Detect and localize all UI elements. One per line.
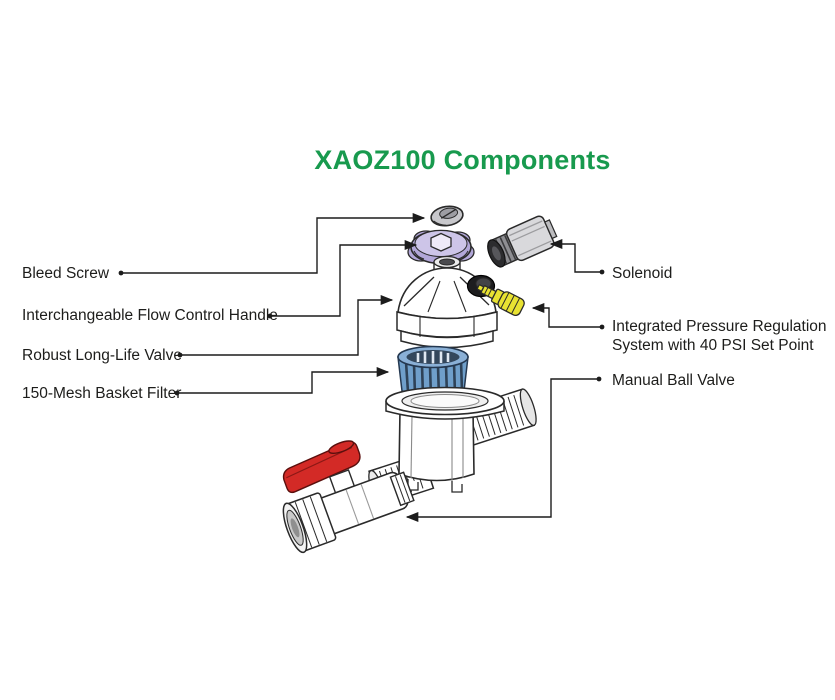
pressure-regulator-part: [476, 284, 525, 317]
label-basket-filter: 150-Mesh Basket Filter: [22, 385, 182, 402]
bleed-screw-part: [430, 205, 464, 227]
label-flow-control-handle: Interchangeable Flow Control Handle: [22, 307, 278, 324]
solenoid-part: [487, 215, 558, 268]
ball-valve-part: [282, 440, 415, 554]
leader-basket-filter: [177, 366, 390, 394]
flow-control-handle-part: [407, 229, 475, 265]
leader-solenoid: [549, 238, 602, 273]
leader-manual-ball-valve: [405, 378, 599, 523]
leader-bleed-screw: [121, 212, 426, 274]
label-bleed-screw: Bleed Screw: [22, 265, 110, 282]
leader-flow-control-handle: [270, 239, 418, 317]
label-pressure-regulation: Integrated Pressure Regulation System wi…: [612, 318, 827, 354]
leader-pressure-regulation: [531, 302, 602, 328]
leader-valve: [180, 294, 394, 356]
page-title: XAOZ100 Components: [314, 145, 611, 175]
valve-body-part: [396, 255, 498, 349]
leader-dots: [118, 269, 605, 396]
ball-valve-handle: [282, 440, 361, 494]
label-manual-ball-valve: Manual Ball Valve: [612, 372, 735, 389]
leader-lines: [118, 212, 605, 523]
label-robust-valve: Robust Long-Life Valve: [22, 347, 182, 364]
label-solenoid: Solenoid: [612, 265, 673, 282]
filter-body-part: [368, 386, 537, 507]
